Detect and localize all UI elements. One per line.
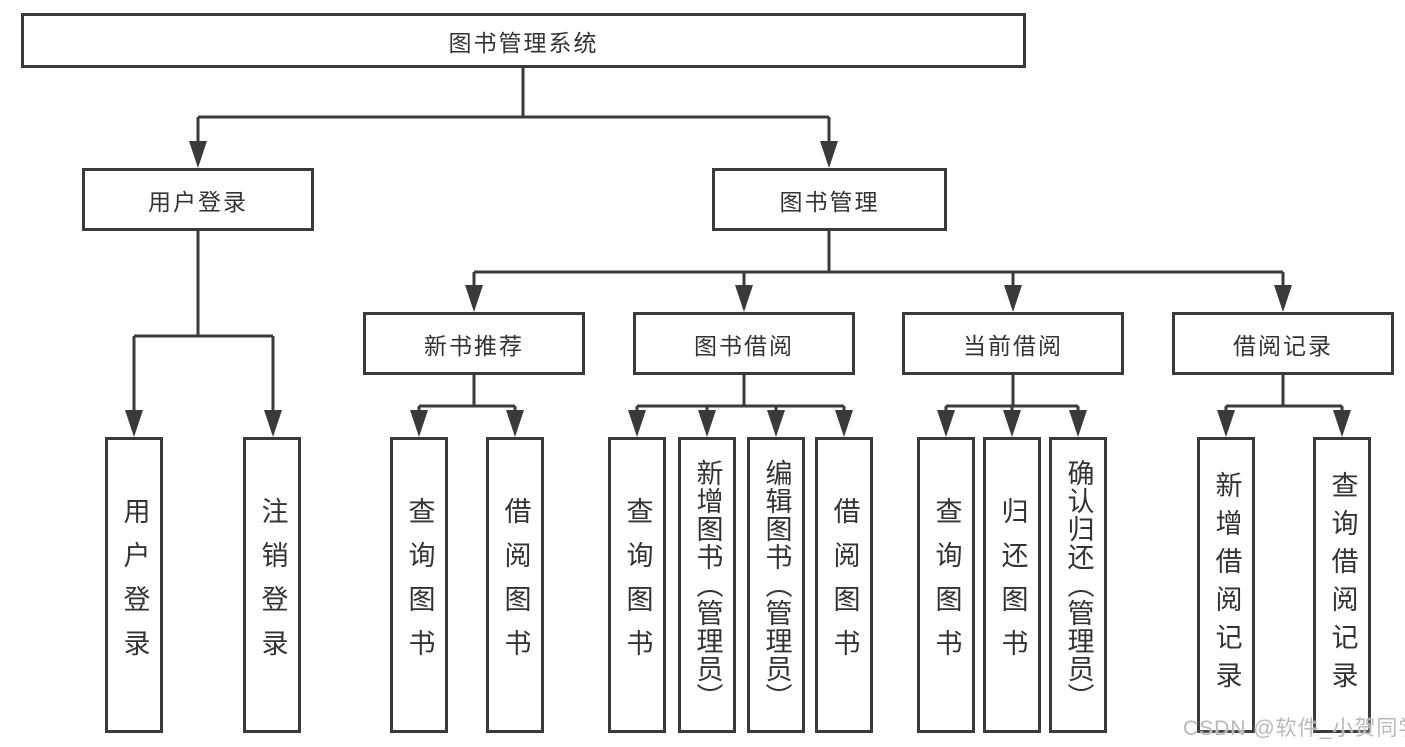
- leaf-borrow-books-2: 借阅图书: [815, 437, 873, 733]
- csdn-watermark: CSDN @软件_小贺同学: [1183, 717, 1405, 740]
- leaf-logout-label: 注销登录: [257, 497, 288, 673]
- leaf-query-borrow-record-label: 查询借阅记录: [1327, 471, 1358, 699]
- node-root-library-system: 图书管理系统: [21, 13, 1026, 68]
- leaf-confirm-return-admin-label: 确认归还（管理员）: [1063, 459, 1094, 711]
- leaf-add-borrow-record: 新增借阅记录: [1197, 437, 1255, 733]
- leaf-return-books-label: 归还图书: [997, 497, 1028, 673]
- leaf-add-books-admin: 新增图书（管理员）: [678, 437, 736, 733]
- node-borrowing-records: 借阅记录: [1172, 312, 1394, 375]
- leaf-query-books-3-label: 查询图书: [931, 497, 962, 673]
- leaf-user-login: 用户登录: [105, 437, 163, 733]
- leaf-query-books-1-label: 查询图书: [404, 497, 435, 673]
- leaf-query-books-2-label: 查询图书: [622, 497, 653, 673]
- leaf-query-books-1: 查询图书: [390, 437, 448, 733]
- node-book-management: 图书管理: [712, 168, 947, 231]
- leaf-edit-books-admin: 编辑图书（管理员）: [747, 437, 805, 733]
- node-root-label: 图书管理系统: [448, 29, 599, 56]
- leaf-add-books-admin-label: 新增图书（管理员）: [692, 459, 723, 711]
- node-borrowing-records-label: 借阅记录: [1233, 332, 1333, 359]
- leaf-edit-books-admin-label: 编辑图书（管理员）: [761, 459, 792, 711]
- leaf-add-borrow-record-label: 新增借阅记录: [1211, 471, 1242, 699]
- leaf-query-books-3: 查询图书: [917, 437, 975, 733]
- node-user-login-label: 用户登录: [148, 188, 248, 215]
- leaf-confirm-return-admin: 确认归还（管理员）: [1049, 437, 1107, 733]
- leaf-query-borrow-record: 查询借阅记录: [1313, 437, 1371, 733]
- leaf-borrow-books-1: 借阅图书: [486, 437, 544, 733]
- node-book-borrowing-label: 图书借阅: [694, 332, 794, 359]
- node-new-book-recommendation-label: 新书推荐: [424, 332, 524, 359]
- node-book-borrowing: 图书借阅: [633, 312, 855, 375]
- leaf-query-books-2: 查询图书: [608, 437, 666, 733]
- node-current-borrowing-label: 当前借阅: [963, 332, 1063, 359]
- leaf-borrow-books-2-label: 借阅图书: [829, 497, 860, 673]
- node-current-borrowing: 当前借阅: [902, 312, 1124, 375]
- leaf-return-books: 归还图书: [983, 437, 1041, 733]
- node-new-book-recommendation: 新书推荐: [363, 312, 585, 375]
- node-book-management-label: 图书管理: [779, 188, 880, 215]
- node-user-login: 用户登录: [82, 168, 314, 231]
- leaf-logout: 注销登录: [243, 437, 301, 733]
- leaf-user-login-label: 用户登录: [119, 497, 150, 673]
- leaf-borrow-books-1-label: 借阅图书: [500, 497, 531, 673]
